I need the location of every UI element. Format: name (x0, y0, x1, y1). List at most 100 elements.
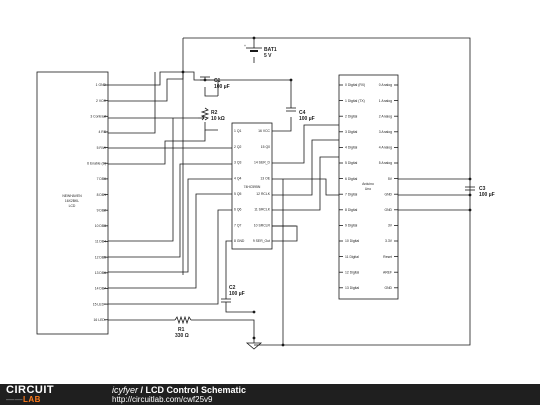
bat1-value: 5 V (264, 53, 272, 59)
c4-name: C4 (299, 110, 306, 116)
pin-label: 16 LED- (94, 318, 106, 322)
schematic-title-line: icyfyer / LCD Control Schematic (112, 385, 246, 395)
junction-dot (468, 177, 472, 181)
pin-label: 16 VCC (258, 129, 270, 133)
arduino-uno: Arduino Uno 0 Digital (RX)1 Digital (TX)… (338, 74, 399, 300)
pin-label: 10 DB3 (95, 224, 106, 228)
junction-dot (252, 336, 256, 340)
title-separator: / (138, 385, 146, 395)
pin-label: 9 DB2 (97, 208, 107, 212)
junction-dot (181, 70, 185, 74)
battery-bat1: + BAT1 5 V (244, 44, 277, 59)
pin-label: 1 Analog (379, 99, 392, 103)
resistor-r1: R1 330 Ω (174, 315, 192, 339)
c1-value: 100 µF (214, 84, 230, 90)
shift-register-74hc595n: 74HC595N 1 Q12 Q23 Q34 Q45 Q56 Q67 Q78 G… (231, 122, 273, 250)
pin-label: 1 Q1 (234, 129, 241, 133)
logo-bottom-line: ——LAB (6, 395, 41, 404)
junction-dot (203, 78, 207, 82)
pin-label: 14 DB7 (95, 287, 106, 291)
pin-label: 6 Enable (E) (87, 161, 106, 165)
pin-label: 2 Digital (345, 114, 357, 118)
pin-label: 12 DB5 (95, 255, 106, 259)
logo-top-text: CIRCUIT (6, 384, 55, 396)
r2-value: 10 kΩ (211, 116, 225, 122)
schematic-url[interactable]: http://circuitlab.com/cwf25v9 (112, 395, 213, 404)
shift-register-body (231, 122, 273, 250)
components: + BAT1 5 V C1 100 µF R2 10 kΩ C4 100 µF (174, 44, 495, 350)
pin-label: 8 Digital (345, 208, 357, 212)
potentiometer-r2: R2 10 kΩ (198, 107, 225, 122)
pin-label: 5 Digital (345, 161, 357, 165)
pin-label: 2 Analog (379, 114, 392, 118)
pin-label: 15 Q0 (261, 145, 270, 149)
svg-text:+: + (244, 44, 246, 48)
pin-label: 3.3V (385, 239, 393, 243)
schematic-canvas: + BAT1 5 V C1 100 µF R2 10 kΩ C4 100 µF (36, 36, 495, 350)
pin-label: 6 Digital (345, 177, 357, 181)
pin-label: 7 Digital (345, 192, 357, 196)
pin-label: 6 Q6 (234, 208, 241, 212)
arduino-name-line-2: Uno (365, 187, 371, 191)
pin-label: 12 Digital (345, 270, 359, 274)
pin-label: 5V (388, 177, 393, 181)
lcd-body (36, 71, 109, 335)
pin-label: 4 Q4 (234, 176, 241, 180)
pin-label: 3 Analog (379, 130, 392, 134)
c4-value: 100 µF (299, 116, 315, 122)
junction-dot (252, 36, 256, 40)
lcd-label-line-3: LCD (69, 204, 76, 208)
pin-label: 9 SER_Out (253, 239, 270, 243)
c2-value: 100 µF (229, 291, 245, 297)
junction-dot (252, 310, 256, 314)
pin-label: 11 Digital (345, 255, 359, 259)
pin-label: 14 SER_D (254, 161, 271, 165)
pin-label: 7 Q7 (234, 223, 241, 227)
r1-value: 330 Ω (175, 333, 189, 339)
pin-label: 3V (388, 224, 393, 228)
shift-register-left-pin-labels: 1 Q12 Q23 Q34 Q45 Q56 Q67 Q78 GND (234, 129, 245, 243)
pin-label: AREF (383, 270, 392, 274)
junction-dots (181, 36, 472, 347)
pin-label: 0 Analog (379, 83, 392, 87)
pin-label: 9 Digital (345, 224, 357, 228)
pin-label: 3 Q3 (234, 161, 241, 165)
pin-label: 13 DB6 (95, 271, 106, 275)
pin-label: 5 R/W (97, 146, 107, 150)
c2-name: C2 (229, 285, 236, 291)
arduino-body (338, 74, 399, 300)
r2-name: R2 (211, 110, 218, 116)
pin-label: 12 RCLK (256, 192, 270, 196)
pin-label: 8 DB1 (97, 193, 107, 197)
pin-label: 15 LED+ (93, 302, 106, 306)
ground-symbol-icon (245, 338, 263, 350)
pin-label: 5 Analog (379, 161, 392, 165)
pin-label: 3 Contrast (90, 115, 106, 119)
pin-label: 13 OE (260, 176, 270, 180)
pin-label: 4 RS (98, 130, 106, 134)
junction-dot (468, 193, 472, 197)
pin-label: 11 SRCLK (254, 208, 271, 212)
circuitlab-logo[interactable]: CIRCUIT ——LAB (4, 385, 96, 405)
pin-label: 5 Q5 (234, 192, 241, 196)
pin-label: 0 Digital (RX) (345, 83, 365, 87)
pin-label: 4 Digital (345, 146, 357, 150)
pin-label: 2 Q2 (234, 145, 241, 149)
footer-bar: CIRCUIT ——LAB icyfyer / LCD Control Sche… (0, 384, 540, 405)
pin-label: 11 DB4 (95, 240, 106, 244)
author-name[interactable]: icyfyer (112, 385, 139, 395)
junction-dot (281, 343, 285, 347)
c3-name: C3 (479, 186, 486, 192)
arduino-name-line-1: Arduino (362, 182, 374, 186)
pin-label: 10 Digital (345, 239, 359, 243)
schematic-title: LCD Control Schematic (145, 385, 247, 395)
pin-label: 3 Digital (345, 130, 357, 134)
pin-label: 2 VCC (96, 99, 107, 103)
pin-label: 13 Digital (345, 286, 359, 290)
bat1-name: BAT1 (264, 47, 277, 53)
pin-label: GND (384, 192, 392, 196)
pin-label: 7 DB0 (97, 177, 107, 181)
